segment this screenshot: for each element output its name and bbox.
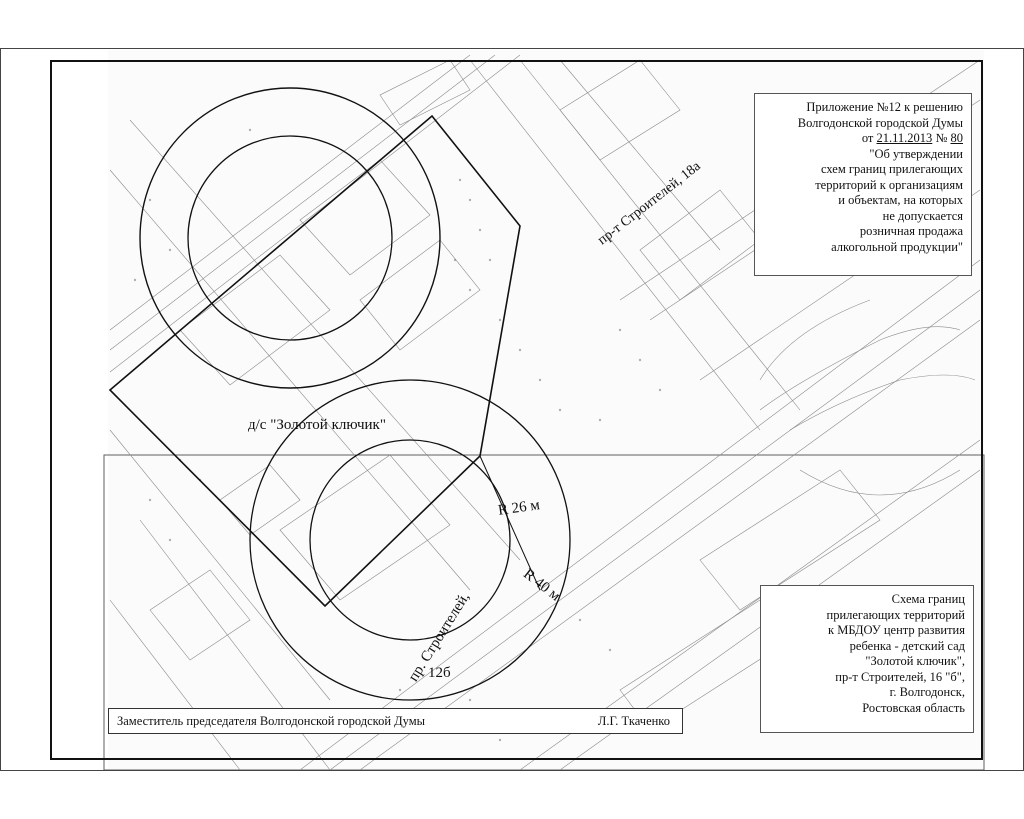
- appendix-line: не допускается: [882, 208, 963, 223]
- radius-26-circle-nw: [187, 135, 393, 341]
- kindergarten-boundary: [108, 114, 521, 608]
- appendix-number: 80: [950, 131, 964, 145]
- inner-frame: [50, 60, 983, 760]
- scheme-line: ребенка - детский сад: [849, 638, 965, 653]
- scheme-line: Ростовская область: [862, 700, 965, 715]
- appendix-line: Приложение №12 к решению: [806, 100, 963, 114]
- appendix-line: "Об утверждении: [869, 146, 963, 161]
- appendix-date: 21.11.2013: [876, 131, 933, 145]
- appendix-line: розничная продажа: [859, 224, 963, 238]
- signature-bar: Заместитель председателя Волгодонской го…: [108, 708, 683, 734]
- scheme-line: прилегающих территорий: [826, 607, 966, 622]
- scheme-line: пр-т Строителей, 16 "б",: [835, 669, 965, 684]
- appendix-note: Приложение №12 к решению Волгодонской го…: [754, 93, 972, 276]
- appendix-number-sign: №: [932, 131, 951, 145]
- appendix-line: территорий к организациям: [815, 177, 963, 192]
- appendix-line: алкогольной продукции": [831, 239, 963, 254]
- appendix-date-prefix: от: [861, 131, 877, 145]
- scheme-line: г. Волгодонск,: [889, 685, 965, 699]
- scheme-line: к МБДОУ центр развития: [828, 623, 965, 637]
- appendix-line: схем границ прилегающих: [820, 162, 963, 176]
- appendix-line: и объектам, на которых: [838, 193, 963, 207]
- scheme-title-box: Схема границ прилегающих территорий к МБ…: [760, 585, 974, 733]
- appendix-date-line: от 21.11.2013 № 80: [761, 131, 963, 147]
- radius-26-circle-se: [309, 439, 511, 641]
- scheme-line: Схема границ: [891, 592, 965, 606]
- signature-title: Заместитель председателя Волгодонской го…: [117, 714, 426, 728]
- kindergarten-label: д/с "Золотой ключик": [248, 417, 386, 433]
- scheme-line: "Золотой ключик",: [865, 654, 965, 668]
- street-12b-number-label: 12б: [428, 665, 451, 681]
- radius-40-circle-se: [249, 379, 571, 701]
- radius-line: [479, 455, 541, 591]
- radius-40-circle-nw: [139, 87, 441, 389]
- appendix-line: Волгодонской городской Думы: [797, 115, 963, 130]
- signature-name: Л.Г. Ткаченко: [597, 714, 670, 728]
- map-texture: [133, 128, 662, 742]
